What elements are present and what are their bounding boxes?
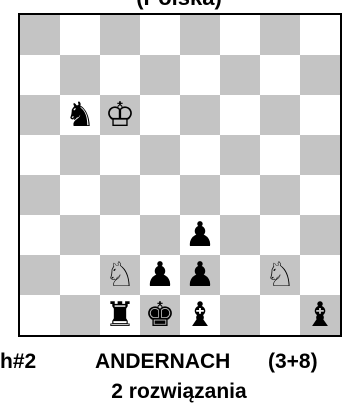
square-g2[interactable]: ♘ (260, 255, 300, 295)
stipulation: h#2 (0, 350, 36, 374)
square-a6[interactable] (20, 95, 60, 135)
square-d5[interactable] (140, 135, 180, 175)
white-king-icon[interactable]: ♔ (100, 95, 140, 135)
square-b8[interactable] (60, 15, 100, 55)
square-a4[interactable] (20, 175, 60, 215)
black-king-icon[interactable]: ♚ (140, 295, 180, 335)
square-e1[interactable]: ♝ (180, 295, 220, 335)
black-bishop-icon[interactable]: ♝ (300, 295, 340, 335)
square-f7[interactable] (220, 55, 260, 95)
square-c8[interactable] (100, 15, 140, 55)
square-a8[interactable] (20, 15, 60, 55)
solution-count: 2 rozwiązania (0, 380, 358, 404)
square-g3[interactable] (260, 215, 300, 255)
square-h1[interactable]: ♝ (300, 295, 340, 335)
square-c7[interactable] (100, 55, 140, 95)
square-e6[interactable] (180, 95, 220, 135)
square-a3[interactable] (20, 215, 60, 255)
square-g7[interactable] (260, 55, 300, 95)
square-d2[interactable]: ♟ (140, 255, 180, 295)
square-b7[interactable] (60, 55, 100, 95)
square-f1[interactable] (220, 295, 260, 335)
square-h6[interactable] (300, 95, 340, 135)
square-d3[interactable] (140, 215, 180, 255)
square-b6[interactable]: ♞ (60, 95, 100, 135)
black-pawn-icon[interactable]: ♟ (180, 215, 220, 255)
square-c3[interactable] (100, 215, 140, 255)
square-e2[interactable]: ♟ (180, 255, 220, 295)
square-g6[interactable] (260, 95, 300, 135)
square-c2[interactable]: ♘ (100, 255, 140, 295)
square-f8[interactable] (220, 15, 260, 55)
square-c1[interactable]: ♜ (100, 295, 140, 335)
square-a7[interactable] (20, 55, 60, 95)
chess-board: ♞♔♟♘♟♟♘♜♚♝♝ (18, 13, 342, 337)
square-h5[interactable] (300, 135, 340, 175)
square-h3[interactable] (300, 215, 340, 255)
black-rook-icon[interactable]: ♜ (100, 295, 140, 335)
square-a2[interactable] (20, 255, 60, 295)
square-f5[interactable] (220, 135, 260, 175)
black-knight-icon[interactable]: ♞ (60, 95, 100, 135)
square-b5[interactable] (60, 135, 100, 175)
piece-count: (3+8) (268, 350, 318, 374)
white-knight-icon[interactable]: ♘ (260, 255, 300, 295)
square-e5[interactable] (180, 135, 220, 175)
square-h4[interactable] (300, 175, 340, 215)
fairy-condition: ANDERNACH (95, 350, 230, 374)
square-c5[interactable] (100, 135, 140, 175)
square-g1[interactable] (260, 295, 300, 335)
black-pawn-icon[interactable]: ♟ (180, 255, 220, 295)
black-pawn-icon[interactable]: ♟ (140, 255, 180, 295)
square-f3[interactable] (220, 215, 260, 255)
square-d6[interactable] (140, 95, 180, 135)
caption-row: h#2 ANDERNACH (3+8) (0, 350, 358, 376)
problem-source-title: (Polska) (0, 0, 358, 11)
square-c4[interactable] (100, 175, 140, 215)
square-g4[interactable] (260, 175, 300, 215)
square-h7[interactable] (300, 55, 340, 95)
square-d1[interactable]: ♚ (140, 295, 180, 335)
square-b1[interactable] (60, 295, 100, 335)
square-g8[interactable] (260, 15, 300, 55)
square-d7[interactable] (140, 55, 180, 95)
square-c6[interactable]: ♔ (100, 95, 140, 135)
square-h2[interactable] (300, 255, 340, 295)
square-g5[interactable] (260, 135, 300, 175)
square-a5[interactable] (20, 135, 60, 175)
square-h8[interactable] (300, 15, 340, 55)
square-d8[interactable] (140, 15, 180, 55)
white-knight-icon[interactable]: ♘ (100, 255, 140, 295)
square-b4[interactable] (60, 175, 100, 215)
square-e3[interactable]: ♟ (180, 215, 220, 255)
square-e7[interactable] (180, 55, 220, 95)
square-f4[interactable] (220, 175, 260, 215)
square-e8[interactable] (180, 15, 220, 55)
square-e4[interactable] (180, 175, 220, 215)
square-d4[interactable] (140, 175, 180, 215)
square-b3[interactable] (60, 215, 100, 255)
square-f2[interactable] (220, 255, 260, 295)
square-b2[interactable] (60, 255, 100, 295)
black-bishop-icon[interactable]: ♝ (180, 295, 220, 335)
square-a1[interactable] (20, 295, 60, 335)
square-f6[interactable] (220, 95, 260, 135)
